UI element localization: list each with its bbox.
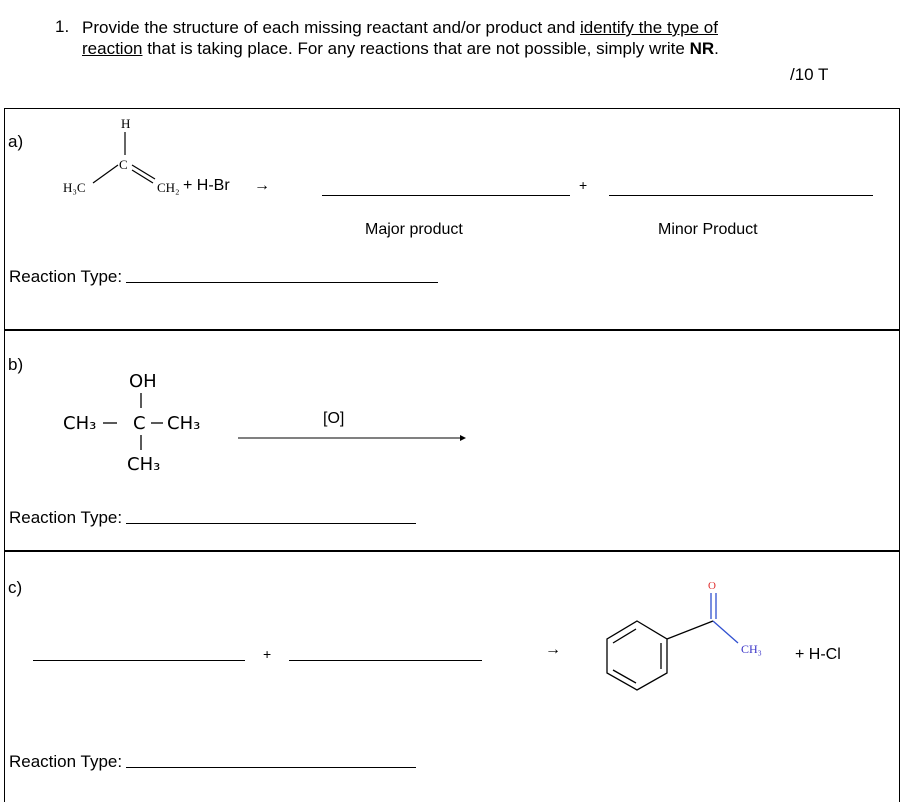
points-value: /10 T: [790, 65, 829, 84]
reagent-oxidation: [O]: [323, 410, 345, 427]
reaction-arrow: →: [545, 641, 561, 658]
part-a-box: a) H C H₃C CH₂ + H-Br → + Major product …: [4, 108, 900, 331]
reaction-arrow: →: [254, 177, 270, 194]
atom-methyl: CH₃: [741, 642, 762, 656]
reaction-arrow-long: [238, 435, 466, 441]
plus-sign: +: [263, 646, 272, 662]
reaction-type-blank[interactable]: [126, 766, 417, 768]
part-c-box: c) + → O CH₃ + H-Cl Reaction Type:: [4, 550, 900, 802]
atom-c-center: C: [119, 157, 128, 172]
part-c-label: c): [8, 578, 23, 597]
reaction-type-label: Reaction Type:: [9, 267, 123, 286]
reactant-2-blank[interactable]: [289, 660, 482, 661]
reactant-1-blank[interactable]: [33, 660, 245, 661]
part-b-box: b) OH CH₃ C CH₃ CH₃ [O] Reaction Type:: [4, 329, 900, 552]
minor-product-label: Minor Product: [658, 221, 758, 238]
atom-ch3-bottom: CH₃: [127, 454, 160, 475]
question-instructions: Provide the structure of each missing re…: [82, 18, 719, 58]
major-product-label: Major product: [365, 221, 463, 238]
alcohol-structure: OH CH₃ C CH₃ CH₃: [63, 371, 200, 475]
atom-oxygen: O: [708, 580, 716, 592]
question-number: 1.: [55, 17, 70, 36]
reaction-type-c: Reaction Type:: [9, 752, 417, 772]
atom-ch2: CH₂: [157, 180, 180, 195]
byproduct-hcl: + H-Cl: [795, 646, 841, 663]
reagent-hbr: + H-Br: [183, 177, 230, 194]
acetophenone-structure: O CH₃: [606, 580, 762, 691]
minor-product-blank[interactable]: [609, 195, 873, 196]
reaction-type-label: Reaction Type:: [9, 752, 123, 771]
atom-ch3-right: CH₃: [167, 413, 200, 434]
atom-h-top: H: [121, 116, 130, 131]
alkene-structure: H C H₃C CH₂: [63, 116, 180, 195]
part-b-label: b): [8, 355, 24, 374]
reaction-type-blank[interactable]: [126, 522, 417, 524]
part-a-label: a): [8, 132, 24, 151]
reaction-type-a: Reaction Type:: [9, 267, 439, 287]
atom-h3c: H₃C: [63, 180, 86, 195]
plus-sign: +: [579, 177, 588, 193]
atom-c-center: C: [133, 413, 146, 434]
reaction-type-blank[interactable]: [126, 281, 439, 283]
major-product-blank[interactable]: [322, 195, 570, 196]
atom-oh: OH: [129, 371, 157, 392]
reaction-type-b: Reaction Type:: [9, 508, 417, 528]
reaction-type-label: Reaction Type:: [9, 508, 123, 527]
atom-ch3-left: CH₃: [63, 413, 96, 434]
